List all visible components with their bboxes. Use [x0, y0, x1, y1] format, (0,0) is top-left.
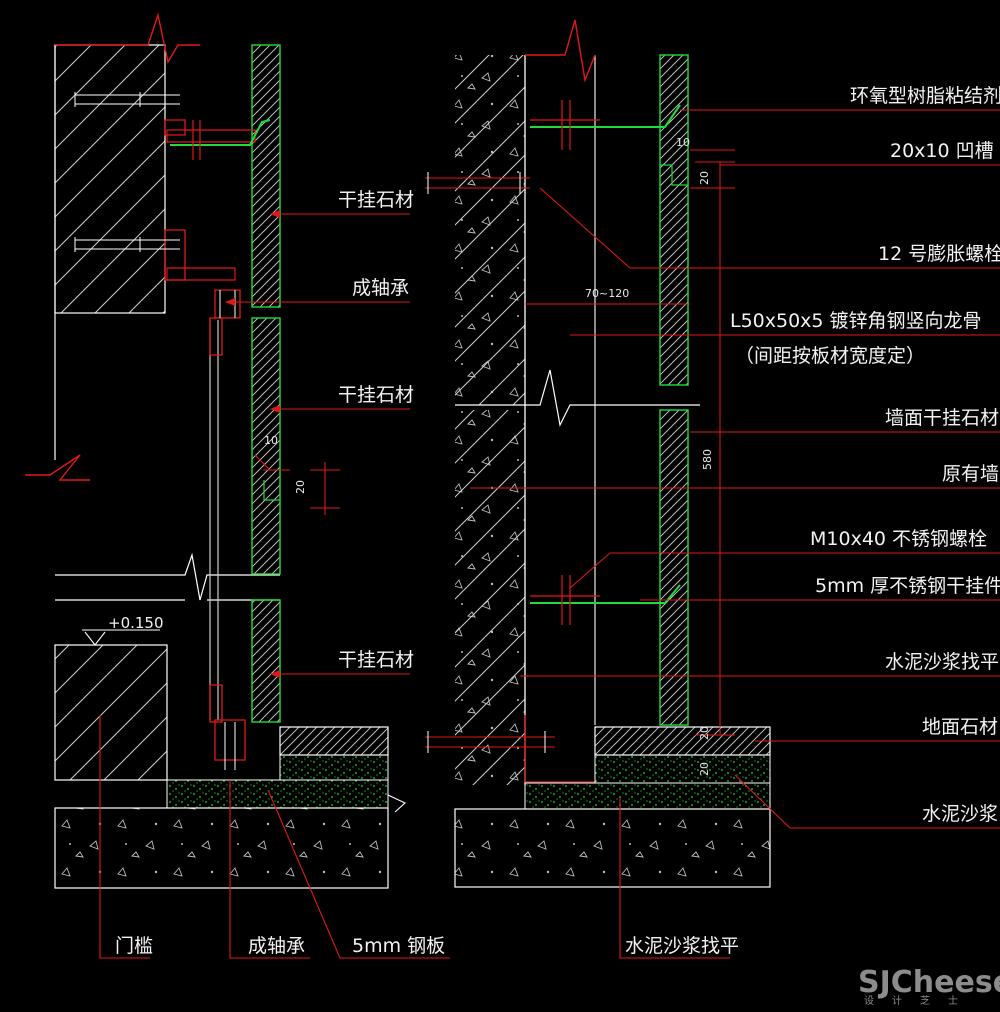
- right-dim-height: 580: [701, 449, 714, 470]
- watermark-brand: SJCheese: [858, 965, 1000, 1000]
- right-dim-groove: 20: [698, 171, 711, 185]
- left-label-stone-1: 干挂石材: [338, 189, 414, 211]
- left-label-stone-3: 干挂石材: [338, 649, 414, 671]
- right-label-spacing-note: （间距按板材宽度定）: [735, 345, 925, 367]
- right-label-hanger: 5mm 厚不锈钢干挂件: [815, 575, 1000, 597]
- left-bottom-label-sill: 门槛: [115, 935, 153, 957]
- left-detail: [25, 12, 450, 959]
- right-dim-span: 70~120: [585, 287, 629, 300]
- left-bottom-label-bearing: 成轴承: [248, 935, 305, 957]
- left-dim-groove: 20: [294, 480, 307, 494]
- right-label-epoxy: 环氧型树脂粘结剂: [850, 85, 1000, 107]
- right-label-wall-stone: 墙面干挂石材: [885, 407, 999, 429]
- left-bottom-label-plate: 5mm 钢板: [352, 935, 445, 957]
- right-label-expansion-bolt: 12 号膨胀螺栓: [878, 243, 1000, 265]
- right-leader-11: [734, 774, 1000, 829]
- left-door-sill: [54, 644, 168, 781]
- right-label-groove: 20x10 凹槽: [890, 140, 994, 162]
- right-label-angle-steel: L50x50x5 镀锌角钢竖向龙骨: [730, 310, 982, 332]
- left-level-mark: +0.150: [108, 614, 164, 632]
- right-leader-7: [569, 552, 1000, 589]
- left-wall-upper: [54, 44, 166, 314]
- right-label-mortar-level: 水泥沙浆找平: [885, 651, 999, 673]
- right-label-existing-wall: 原有墙: [942, 463, 999, 485]
- left-label-bearing: 成轴承: [352, 277, 409, 299]
- right-bottom-label: 水泥沙浆找平: [625, 935, 739, 957]
- right-label-mortar: 水泥沙浆: [922, 803, 998, 825]
- right-label-bolt: M10x40 不锈钢螺栓: [810, 528, 987, 550]
- watermark-sub: 设计芝士: [864, 994, 976, 1007]
- right-leader-3: [539, 187, 1000, 269]
- left-label-stone-2: 干挂石材: [338, 384, 414, 406]
- right-dim-floor1: 20: [698, 726, 711, 740]
- right-dim-gap: 10: [676, 136, 690, 149]
- right-dim-floor2: 20: [698, 762, 711, 776]
- right-label-floor-stone: 地面石材: [922, 716, 998, 738]
- right-detail: [425, 19, 1000, 959]
- left-dim-gap: 10: [264, 434, 278, 447]
